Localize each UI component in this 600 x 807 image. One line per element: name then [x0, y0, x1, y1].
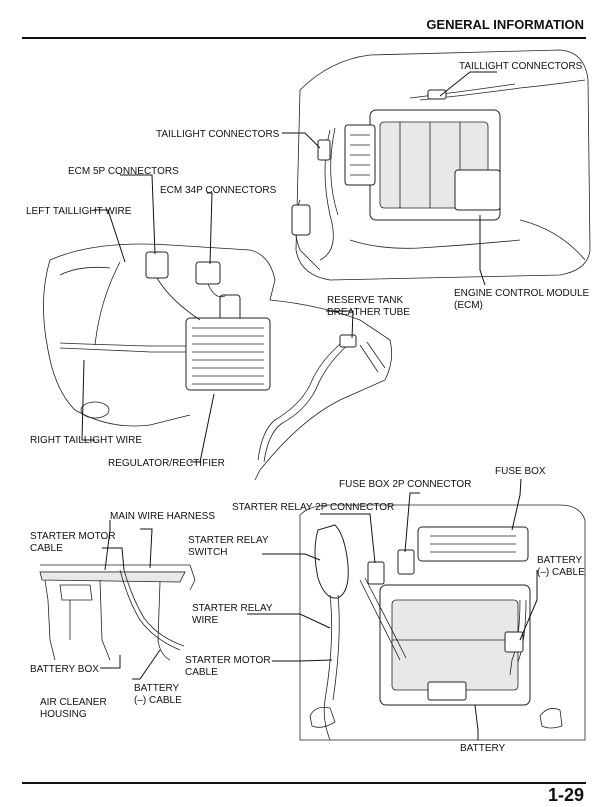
label-battery-neg-left-line2: (–) CABLE [134, 695, 182, 706]
label-starter-relay-wire-line2: WIRE [192, 615, 218, 626]
taillight-connector-top [427, 89, 447, 100]
label-taillight-connectors-top: TAILLIGHT CONNECTORS [459, 61, 583, 72]
label-air-cleaner-line1: AIR CLEANER [40, 697, 107, 708]
taillight-connector-left [317, 139, 331, 161]
label-regulator-rectifier: REGULATOR/RECTIFIER [108, 458, 225, 469]
page-header-title: GENERAL INFORMATION [426, 17, 584, 32]
label-starter-motor-cable-left-line1: STARTER MOTOR [30, 531, 116, 542]
label-starter-motor-cable-left-line2: CABLE [30, 543, 63, 554]
label-battery: BATTERY [460, 743, 506, 754]
label-fuse-box: FUSE BOX [495, 466, 546, 477]
label-main-wire-harness: MAIN WIRE HARNESS [110, 511, 215, 522]
label-battery-neg-right-line1: BATTERY [537, 555, 583, 566]
ecm-5p-connector [145, 251, 169, 279]
label-starter-motor-cable-right-line2: CABLE [185, 667, 218, 678]
label-reserve-tank-line1: RESERVE TANK [327, 295, 403, 306]
battery-compartment-illustration [299, 504, 586, 741]
label-ecm-line1: ENGINE CONTROL MODULE [454, 288, 590, 299]
label-taillight-connectors-left: TAILLIGHT CONNECTORS [156, 129, 280, 140]
label-ecm-34p-connectors: ECM 34P CONNECTORS [160, 185, 277, 196]
regulator-rectifier [185, 317, 271, 391]
labels: TAILLIGHT CONNECTORS TAILLIGHT CONNECTOR… [26, 61, 590, 754]
regulator-area-illustration [43, 243, 393, 481]
label-battery-neg-right-line2: (–) CABLE [537, 567, 585, 578]
label-starter-relay-switch-line1: STARTER RELAY [188, 535, 269, 546]
ecm-area-illustration [291, 49, 591, 281]
label-fuse-box-2p: FUSE BOX 2P CONNECTOR [339, 479, 471, 490]
label-starter-relay-wire-line1: STARTER RELAY [192, 603, 273, 614]
fuse-box-2p-connector [397, 549, 415, 575]
label-starter-motor-cable-right-line1: STARTER MOTOR [185, 655, 271, 666]
ecm-34p-connector [195, 261, 221, 285]
label-air-cleaner-line2: HOUSING [40, 709, 87, 720]
label-ecm-5p-connectors: ECM 5P CONNECTORS [68, 166, 179, 177]
leader-lines [81, 71, 538, 740]
label-left-taillight-wire: LEFT TAILLIGHT WIRE [26, 206, 132, 217]
label-right-taillight-wire: RIGHT TAILLIGHT WIRE [30, 435, 142, 446]
starter-relay-2p-connector [367, 561, 385, 585]
label-battery-box: BATTERY BOX [30, 664, 99, 675]
starter-relay-switch [314, 524, 349, 599]
label-battery-neg-left-line1: BATTERY [134, 683, 180, 694]
page-number: 1-29 [548, 785, 584, 805]
label-ecm-line2: (ECM) [454, 300, 483, 311]
label-starter-relay-2p: STARTER RELAY 2P CONNECTOR [232, 502, 394, 513]
label-reserve-tank-line2: BREATHER TUBE [327, 307, 410, 318]
label-starter-relay-switch-line2: SWITCH [188, 547, 227, 558]
battery-box-illustration [39, 564, 196, 661]
